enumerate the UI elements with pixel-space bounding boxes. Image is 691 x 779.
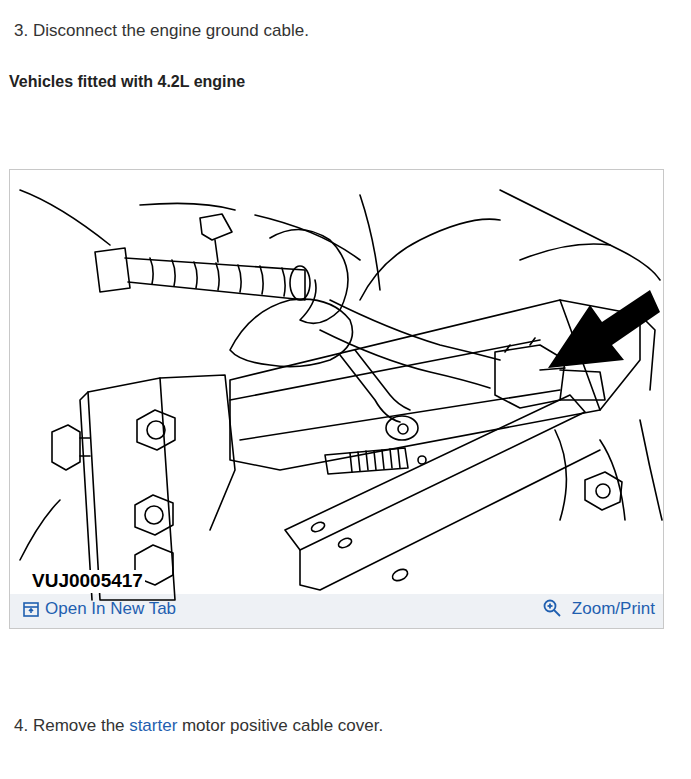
- step-text: motor positive cable cover.: [182, 716, 383, 735]
- section-heading: Vehicles fitted with 4.2L engine: [9, 72, 245, 91]
- figure-toolbar: [10, 594, 663, 628]
- link-text: Zoom/Print: [572, 599, 655, 619]
- pointer-arrow: [548, 290, 660, 368]
- starter-drawing: [20, 190, 662, 600]
- step-text: 3. Disconnect the engine ground cable.: [14, 21, 309, 41]
- link-text: starter: [129, 716, 177, 735]
- zoom-icon: [545, 601, 561, 617]
- open-tab-icon: [24, 603, 38, 616]
- figure-code: VUJ0005417: [30, 570, 145, 593]
- step-text: 4. Remove the: [14, 716, 125, 735]
- instruction-line: 4. Remove thestarter motor positive cable…: [14, 716, 388, 736]
- link-text: Open In New Tab: [45, 599, 176, 619]
- figure-frame: [10, 170, 664, 629]
